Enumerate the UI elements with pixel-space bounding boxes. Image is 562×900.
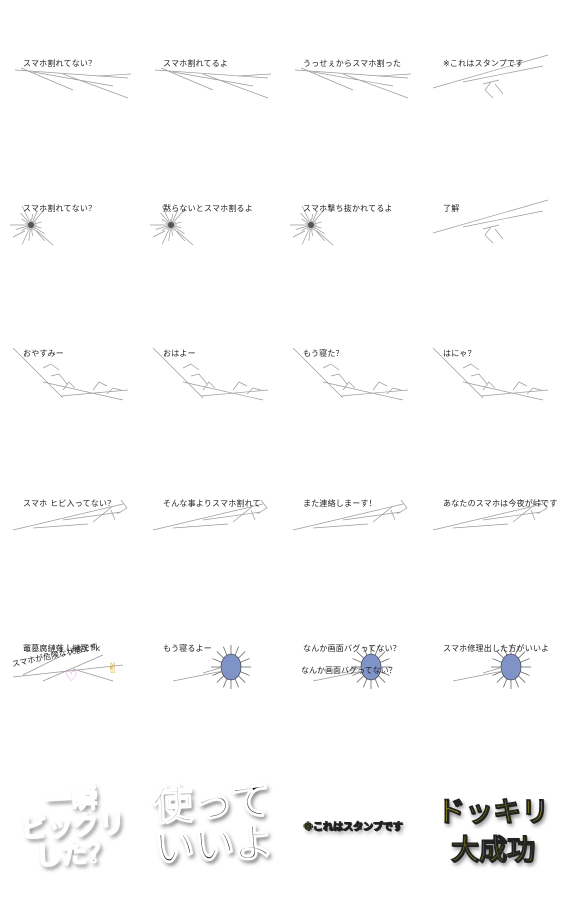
sticker-11[interactable]: もう寝た？ [283, 290, 423, 440]
sticker-caption: うっせぇからスマホ割った [303, 59, 402, 68]
sticker-big-text: ドッキリ 大成功 [436, 795, 549, 867]
sticker-2[interactable]: スマホ割れてるよ [143, 0, 283, 150]
sticker-15[interactable]: また連絡しまーす！ [283, 440, 423, 590]
sticker-14[interactable]: そんな事よりスマホ割れて [143, 440, 283, 590]
crack-art [294, 67, 412, 99]
sticker-4[interactable]: ※これはスタンプです [423, 0, 562, 150]
sticker-19[interactable]: なんか画面バグってない？ なんか画面バグってない？ [283, 585, 423, 735]
sticker-big-text: ※これはスタンプです [303, 822, 403, 833]
sticker-caption: スマホ修理出した方がいいよ [443, 644, 550, 653]
sticker-18[interactable]: もう寝るよー [143, 585, 283, 735]
crack-art [154, 67, 272, 99]
sticker-art [12, 654, 124, 682]
crack-art [292, 499, 408, 531]
sticker-caption: 了解 [443, 204, 460, 213]
crack-art [10, 205, 54, 246]
crack-art [432, 54, 549, 99]
crack-art [292, 347, 409, 401]
sticker-art [292, 499, 408, 531]
sticker-3[interactable]: うっせぇからスマホ割った [283, 0, 423, 150]
sticker-21[interactable]: 一瞬 ビックリ した？ [3, 745, 143, 895]
crack-art [432, 199, 549, 244]
sticker-caption: スマホ ヒビ入ってない？ [23, 499, 116, 508]
sticker-caption: スマホ割れてない？ [23, 59, 97, 68]
sticker-24[interactable]: ドッキリ 大成功 [423, 745, 562, 895]
sticker-caption: 黙らないとスマホ割るよ [163, 204, 253, 213]
sticker-5[interactable]: スマホ割れてない？ [3, 145, 143, 295]
sticker-art [294, 67, 412, 99]
sticker-caption: もう寝た？ [303, 349, 344, 358]
sticker-caption: また連絡しまーす！ [303, 499, 377, 508]
peace-hand-icon: ✌ [107, 661, 119, 677]
sticker-7[interactable]: スマホ撃ち抜かれてるよ [283, 145, 423, 295]
sticker-12[interactable]: はにゃ？ [423, 290, 562, 440]
sticker-art [292, 347, 409, 401]
sticker-caption: そんな事よりスマホ割れて [163, 499, 261, 508]
sticker-caption: 竈墓腐縺薙ｌ縺翫↑k [23, 644, 101, 653]
sticker-8[interactable]: 了解 [423, 145, 562, 295]
crack-art [152, 499, 268, 531]
sticker-23[interactable]: ※これはスタンプです [283, 745, 423, 895]
sticker-art [152, 499, 268, 531]
crack-art [12, 347, 129, 401]
crack-art [290, 205, 334, 246]
sticker-art [172, 645, 251, 689]
crack-art [150, 205, 194, 246]
sticker-art [152, 347, 269, 401]
sticker-caption: スマホ割れてない？ [23, 204, 97, 213]
sticker-big-text: 使って いいよ [151, 777, 276, 873]
crack-art [312, 645, 391, 689]
sticker-caption: あなたのスマホは今夜が峠です [443, 499, 558, 508]
sticker-16[interactable]: あなたのスマホは今夜が峠です [423, 440, 562, 590]
sticker-10[interactable]: おはよー [143, 290, 283, 440]
sticker-20[interactable]: スマホ修理出した方がいいよ [423, 585, 562, 735]
sticker-caption: ※これはスタンプです [443, 59, 524, 68]
crack-art [14, 67, 132, 99]
sticker-art [12, 347, 129, 401]
crack-art [152, 347, 269, 401]
sticker-caption: スマホ割れてるよ [163, 59, 229, 68]
sticker-caption: なんか画面バグってない？ [303, 644, 401, 653]
sticker-caption: おやすみー [23, 349, 64, 358]
sticker-art [150, 205, 194, 246]
sticker-22[interactable]: 使って いいよ [143, 745, 283, 895]
heart-icon: ♡ [65, 669, 78, 685]
sticker-art [432, 199, 549, 244]
sticker-13[interactable]: スマホ ヒビ入ってない？ [3, 440, 143, 590]
sticker-caption-secondary: なんか画面バグってない？ [301, 666, 397, 675]
sticker-art [452, 645, 531, 689]
sticker-art [432, 347, 549, 401]
sticker-9[interactable]: おやすみー [3, 290, 143, 440]
sticker-art [14, 67, 132, 99]
crack-art [432, 347, 549, 401]
sticker-big-text: 一瞬 ビックリ した？ [19, 783, 126, 872]
sticker-art [154, 67, 272, 99]
crack-art [172, 645, 251, 689]
sticker-1[interactable]: スマホ割れてない？ [3, 0, 143, 150]
crack-art [452, 645, 531, 689]
crack-art [12, 499, 128, 531]
sticker-art [10, 205, 54, 246]
sticker-caption: もう寝るよー [163, 644, 212, 653]
sticker-art [312, 645, 391, 689]
sticker-art [12, 499, 128, 531]
sticker-caption: スマホ撃ち抜かれてるよ [303, 204, 393, 213]
sticker-6[interactable]: 黙らないとスマホ割るよ [143, 145, 283, 295]
sticker-art [432, 499, 548, 531]
sticker-art [432, 54, 549, 99]
crack-art [12, 654, 124, 682]
crack-art [432, 499, 548, 531]
sticker-caption: おはよー [163, 349, 196, 358]
sticker-caption: はにゃ？ [443, 349, 476, 358]
sticker-art [290, 205, 334, 246]
